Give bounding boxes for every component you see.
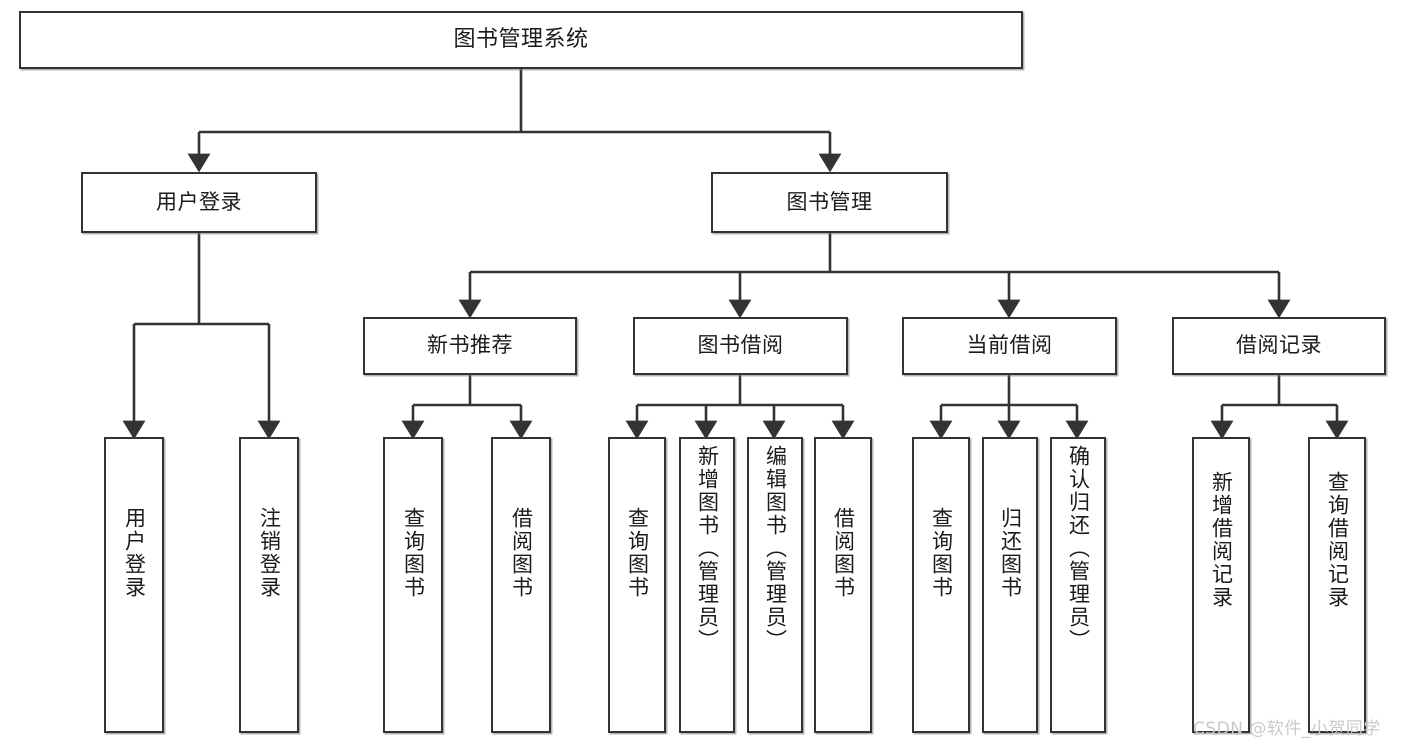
node-book-borrow[interactable]: 图书借阅 — [633, 317, 848, 375]
node-leaf-query-book-1-label: 查询图书 — [401, 507, 426, 599]
node-leaf-query-record[interactable]: 查询借阅记录 — [1308, 437, 1366, 733]
node-current-borrow[interactable]: 当前借阅 — [902, 317, 1117, 375]
node-root-label: 图书管理系统 — [453, 26, 589, 52]
node-current-borrow-label: 当前借阅 — [966, 333, 1053, 358]
node-leaf-add-book-label: 新增图书（管理员） — [695, 445, 720, 652]
node-leaf-query-record-label: 查询借阅记录 — [1325, 471, 1350, 609]
node-book-manage-label: 图书管理 — [786, 189, 873, 214]
node-user-login-label: 用户登录 — [156, 189, 242, 214]
node-new-book-rec[interactable]: 新书推荐 — [363, 317, 577, 375]
node-leaf-borrow-book-2[interactable]: 借阅图书 — [814, 437, 872, 733]
node-leaf-logout-label: 注销登录 — [257, 507, 282, 599]
node-leaf-logout[interactable]: 注销登录 — [239, 437, 299, 733]
node-leaf-user-login-label: 用户登录 — [122, 507, 147, 599]
node-leaf-add-book[interactable]: 新增图书（管理员） — [679, 437, 735, 733]
node-root[interactable]: 图书管理系统 — [19, 11, 1023, 69]
node-leaf-return-book-label: 归还图书 — [998, 507, 1023, 599]
node-new-book-rec-label: 新书推荐 — [427, 333, 513, 358]
node-leaf-borrow-book-1[interactable]: 借阅图书 — [491, 437, 551, 733]
node-leaf-query-book-2[interactable]: 查询图书 — [608, 437, 666, 733]
node-leaf-query-book-1[interactable]: 查询图书 — [383, 437, 443, 733]
node-borrow-record[interactable]: 借阅记录 — [1172, 317, 1386, 375]
node-user-login[interactable]: 用户登录 — [81, 172, 317, 233]
node-leaf-query-book-3[interactable]: 查询图书 — [912, 437, 970, 733]
node-book-borrow-label: 图书借阅 — [697, 333, 784, 358]
node-book-manage[interactable]: 图书管理 — [711, 172, 948, 233]
node-leaf-edit-book[interactable]: 编辑图书（管理员） — [747, 437, 803, 733]
node-leaf-borrow-book-2-label: 借阅图书 — [831, 507, 856, 599]
node-leaf-query-book-3-label: 查询图书 — [929, 507, 954, 599]
node-leaf-add-record-label: 新增借阅记录 — [1209, 471, 1234, 609]
node-leaf-borrow-book-1-label: 借阅图书 — [509, 507, 534, 599]
node-leaf-confirm-return-label: 确认归还（管理员） — [1066, 445, 1091, 652]
node-leaf-edit-book-label: 编辑图书（管理员） — [763, 445, 788, 652]
node-leaf-return-book[interactable]: 归还图书 — [982, 437, 1038, 733]
node-borrow-record-label: 借阅记录 — [1236, 333, 1322, 358]
node-leaf-confirm-return[interactable]: 确认归还（管理员） — [1050, 437, 1106, 733]
csdn-watermark: CSDN @软件_小贺同学 — [1193, 719, 1381, 739]
node-leaf-query-book-2-label: 查询图书 — [625, 507, 650, 599]
node-leaf-user-login[interactable]: 用户登录 — [104, 437, 164, 733]
node-leaf-add-record[interactable]: 新增借阅记录 — [1192, 437, 1250, 733]
